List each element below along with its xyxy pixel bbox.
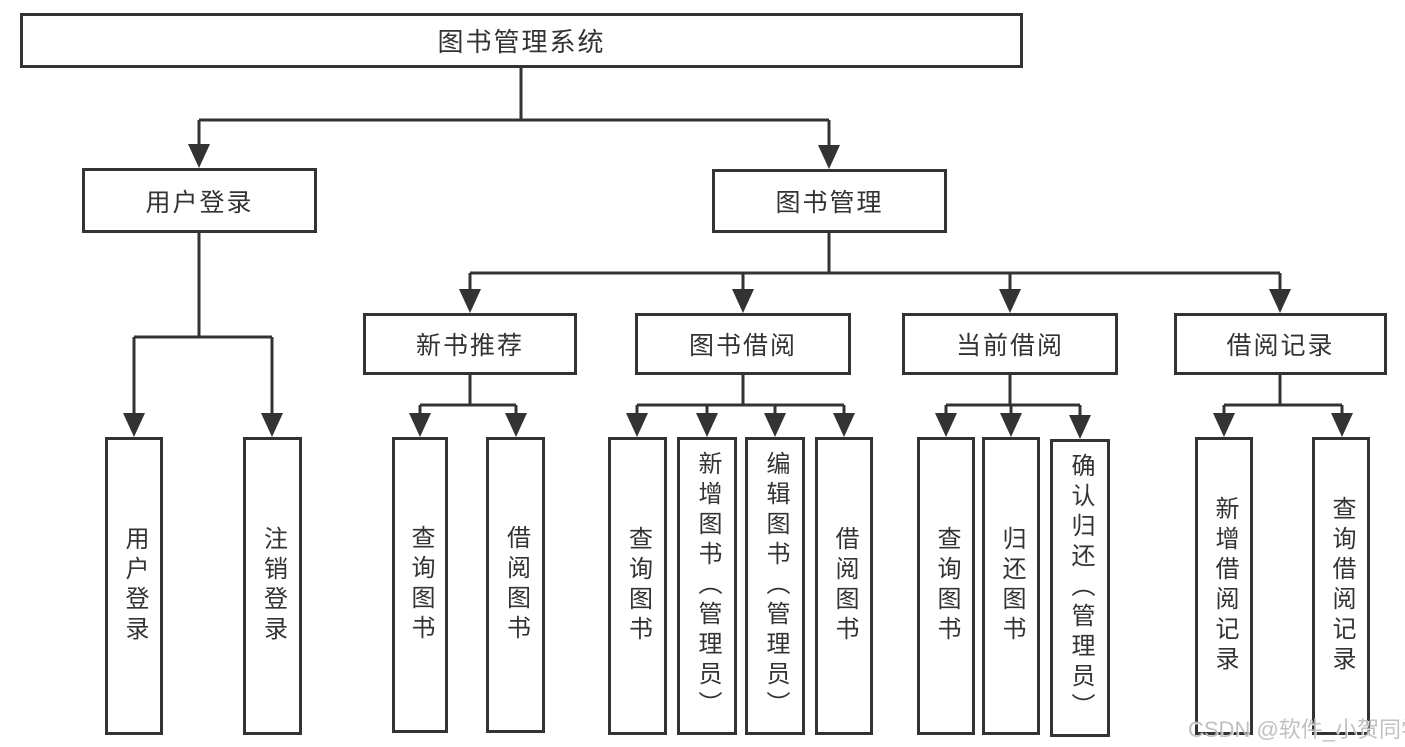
leaf-add-borrow-record: 新增借阅记录 <box>1195 437 1253 735</box>
node-label: 新增图书（管理员） <box>694 451 721 721</box>
node-library-management-system: 图书管理系统 <box>20 13 1023 68</box>
node-label: 编辑图书（管理员） <box>762 451 789 721</box>
node-label: 新增借阅记录 <box>1211 496 1238 676</box>
node-current-borrowing: 当前借阅 <box>902 313 1118 375</box>
node-label: 当前借阅 <box>955 332 1064 360</box>
leaf-borrow-query-book: 查询图书 <box>608 437 667 735</box>
leaf-borrow-book: 借阅图书 <box>815 437 873 735</box>
node-book-management-branch: 图书管理 <box>712 169 947 233</box>
node-label: 借阅图书 <box>502 525 530 645</box>
node-label: 图书管理系统 <box>437 27 606 57</box>
leaf-query-borrow-record: 查询借阅记录 <box>1312 437 1370 735</box>
node-label: 查询图书 <box>933 526 960 646</box>
node-borrowing-records: 借阅记录 <box>1174 313 1387 375</box>
leaf-newbook-query-book: 查询图书 <box>392 437 448 733</box>
node-label: 借阅记录 <box>1226 332 1335 360</box>
node-label: 确认归还（管理员） <box>1067 453 1094 723</box>
leaf-current-query-book: 查询图书 <box>917 437 975 735</box>
node-label: 用户登录 <box>145 188 254 217</box>
leaf-newbook-borrow-book: 借阅图书 <box>486 437 545 733</box>
leaf-add-book-admin: 新增图书（管理员） <box>677 437 737 735</box>
csdn-watermark: CSDN @软件_小贺同学 <box>1188 717 1405 742</box>
node-label: 图书借阅 <box>688 332 797 360</box>
node-label: 查询图书 <box>407 525 434 645</box>
node-label: 归还图书 <box>998 526 1025 646</box>
node-book-borrowing: 图书借阅 <box>635 313 851 375</box>
node-label: 用户登录 <box>121 526 148 646</box>
node-new-book-recommend: 新书推荐 <box>363 313 577 375</box>
node-label: 注销登录 <box>259 526 287 646</box>
connector-lines <box>132 68 1344 417</box>
node-label: 借阅图书 <box>831 526 858 646</box>
leaf-user-login: 用户登录 <box>105 437 163 735</box>
arrowhead-icons <box>123 144 1353 439</box>
node-user-login-branch: 用户登录 <box>82 168 317 233</box>
node-label: 图书管理 <box>775 189 884 217</box>
leaf-return-book: 归还图书 <box>982 437 1040 735</box>
leaf-confirm-return-admin: 确认归还（管理员） <box>1050 439 1110 737</box>
node-label: 新书推荐 <box>415 332 524 360</box>
leaf-edit-book-admin: 编辑图书（管理员） <box>745 437 805 735</box>
node-label: 查询借阅记录 <box>1328 496 1355 676</box>
leaf-logout: 注销登录 <box>243 437 302 735</box>
node-label: 查询图书 <box>624 526 652 646</box>
